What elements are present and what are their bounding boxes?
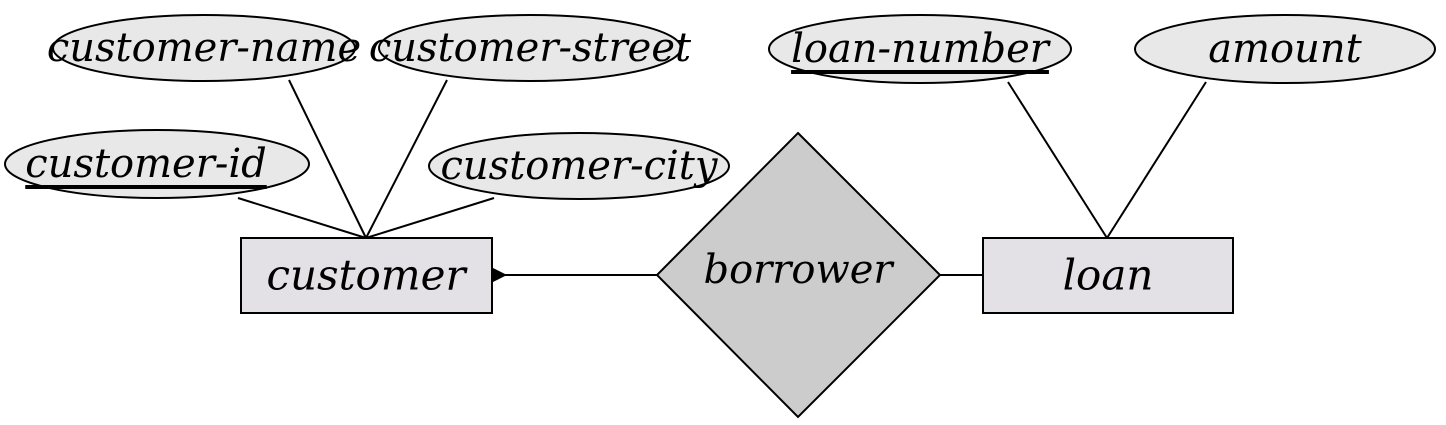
attribute-loan-number-label: loan-number	[791, 26, 1052, 72]
entity-loan-label: loan	[1063, 251, 1154, 300]
attribute-customer-id-label: customer-id	[25, 141, 266, 187]
edge-customer-id	[237, 197, 367, 239]
entity-customer-label: customer	[266, 251, 468, 300]
attribute-customer-street-ellipse	[378, 14, 682, 82]
attribute-customer-city-label: customer-city	[441, 143, 719, 189]
edge-customer-city	[365, 197, 495, 239]
relationships: borrower	[655, 131, 942, 419]
entities: customer loan	[240, 237, 1234, 314]
attribute-loan-number-ellipse	[768, 14, 1072, 84]
attribute-amount-ellipse	[1134, 14, 1436, 84]
edge-customer-street	[365, 79, 448, 239]
edges	[237, 79, 1207, 287]
edge-customer-name	[288, 79, 367, 239]
relationship-borrower-label: borrower	[703, 247, 895, 293]
attribute-amount-label: amount	[1208, 26, 1362, 72]
attribute-customer-name-label: customer-name	[47, 25, 361, 71]
attribute-customer-street-label: customer-street	[369, 25, 692, 71]
edge-loan-number	[1007, 81, 1108, 239]
edge-amount	[1106, 81, 1207, 239]
relationship-borrower-diamond	[655, 131, 942, 419]
entity-loan-box	[982, 237, 1234, 314]
attribute-customer-city-ellipse	[428, 132, 730, 200]
attribute-customer-id-ellipse	[4, 129, 310, 199]
attributes: customer-name customer-street customer-i…	[4, 14, 1436, 200]
attribute-customer-name-ellipse	[52, 14, 356, 82]
entity-customer-box	[240, 237, 493, 314]
